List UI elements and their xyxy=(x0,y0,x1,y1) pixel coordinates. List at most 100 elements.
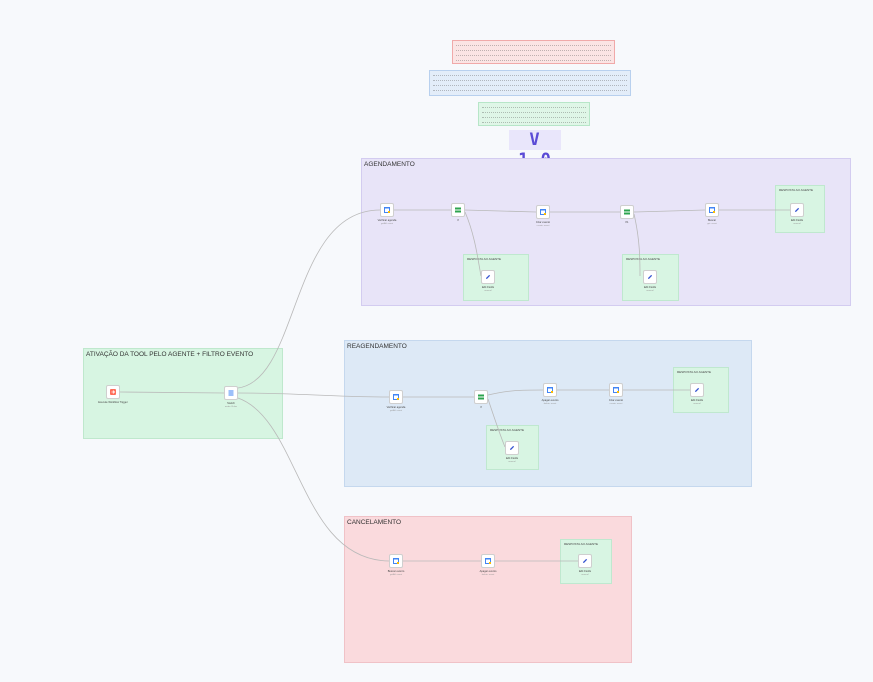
node-sublabel: delete: event xyxy=(543,403,557,405)
switch-node[interactable] xyxy=(224,386,238,400)
calendar-node[interactable] xyxy=(705,203,719,217)
pencil-icon xyxy=(583,558,588,563)
node-label: Edit Fields xyxy=(505,457,519,460)
node-sublabel: delete: event xyxy=(481,574,495,576)
connection xyxy=(464,209,537,213)
connection xyxy=(237,397,390,562)
calendar-icon xyxy=(485,558,491,564)
if-node[interactable] xyxy=(620,205,634,219)
subgroup-title: RESPOSTA AO AGENTE xyxy=(467,257,501,261)
connection xyxy=(237,209,381,389)
node-sublabel: create: event xyxy=(536,225,550,227)
pencil-icon xyxy=(648,274,653,279)
node-sublabel: getAll: event xyxy=(389,574,403,576)
subgroup-title: RESPOSTA AO AGENTE xyxy=(677,370,711,374)
group-title: REAGENDAMENTO xyxy=(347,343,407,350)
edit-fields-node[interactable] xyxy=(643,270,657,284)
pencil-icon xyxy=(795,207,800,212)
node-label: Edit Fields xyxy=(643,286,657,289)
subgroup-title: RESPOSTA AO AGENTE xyxy=(564,542,598,546)
subgroup-response[interactable]: RESPOSTA AO AGENTE xyxy=(463,254,529,301)
node-label: If xyxy=(457,219,459,222)
connection xyxy=(237,392,390,398)
node-label: Criar evento xyxy=(535,221,551,224)
calendar-node[interactable] xyxy=(609,383,623,397)
subgroup-title: RESPOSTA AO AGENTE xyxy=(779,188,813,192)
calendar-node[interactable] xyxy=(380,203,394,217)
node-label: Edit Fields xyxy=(578,570,592,573)
connection xyxy=(487,389,544,396)
calendar-node[interactable] xyxy=(389,554,403,568)
node-label: Verificar agenda xyxy=(377,219,397,222)
node-sublabel: manual xyxy=(693,403,701,405)
calendar-node[interactable] xyxy=(389,390,403,404)
if-icon xyxy=(455,207,461,213)
calendar-icon xyxy=(384,207,390,213)
node-label: Verificar agenda xyxy=(386,406,406,409)
node-label: Apagar evento xyxy=(541,399,559,402)
node-sublabel: mode: Rules xyxy=(224,406,238,408)
node-label: Edit Fields xyxy=(790,219,804,222)
node-label: If1 xyxy=(625,221,629,224)
workflow-trigger-node[interactable] xyxy=(106,385,120,399)
connection xyxy=(633,213,641,277)
if-icon xyxy=(478,394,484,400)
sticky-note-blue[interactable] xyxy=(429,70,631,96)
node-sublabel: create: event xyxy=(609,403,623,405)
subgroup-title: RESPOSTA AO AGENTE xyxy=(626,257,660,261)
connection xyxy=(119,391,225,394)
edit-fields-node[interactable] xyxy=(790,203,804,217)
calendar-icon xyxy=(393,558,399,564)
node-label: If xyxy=(480,406,482,409)
node-label: Execute Workflow Trigger xyxy=(98,401,128,404)
edit-fields-node[interactable] xyxy=(481,270,495,284)
edit-fields-node[interactable] xyxy=(505,441,519,455)
subgroup-title: RESPOSTA AO AGENTE xyxy=(490,428,524,432)
pencil-icon xyxy=(486,274,491,279)
node-sublabel: manual xyxy=(646,290,654,292)
node-sublabel: manual xyxy=(508,461,516,463)
calendar-node[interactable] xyxy=(543,383,557,397)
node-sublabel: getAll: event xyxy=(380,223,394,225)
calendar-icon xyxy=(540,209,546,215)
group-title: ATIVAÇÃO DA TOOL PELO AGENTE + FILTRO EV… xyxy=(86,351,254,358)
workflow-trigger-icon xyxy=(110,389,116,395)
group-agendamento[interactable]: AGENDAMENTO xyxy=(361,158,851,306)
edit-fields-node[interactable] xyxy=(578,554,592,568)
node-sublabel: get: event xyxy=(707,223,717,225)
node-label: Edit Fields xyxy=(481,286,495,289)
node-label: Apagar evento xyxy=(479,570,497,573)
node-sublabel: getAll: event xyxy=(389,410,403,412)
calendar-node[interactable] xyxy=(481,554,495,568)
calendar-icon xyxy=(709,207,715,213)
sticky-note-red[interactable] xyxy=(452,40,615,64)
edit-fields-node[interactable] xyxy=(690,383,704,397)
connection xyxy=(487,398,506,448)
node-label: Criar evento xyxy=(608,399,624,402)
node-label: Switch xyxy=(227,402,235,405)
group-title: CANCELAMENTO xyxy=(347,519,402,526)
calendar-icon xyxy=(613,387,619,393)
if-icon xyxy=(624,209,630,215)
calendar-icon xyxy=(547,387,553,393)
node-label: Buscar evento xyxy=(387,570,405,573)
calendar-icon xyxy=(393,394,399,400)
pencil-icon xyxy=(695,387,700,392)
node-sublabel: manual xyxy=(581,574,589,576)
connection xyxy=(633,209,706,213)
if-node[interactable] xyxy=(451,203,465,217)
sticky-note-green[interactable] xyxy=(478,102,590,126)
node-sublabel: manual xyxy=(484,290,492,292)
if-node[interactable] xyxy=(474,390,488,404)
node-label: Buscar xyxy=(707,219,717,222)
group-reagendamento[interactable]: REAGENDAMENTO xyxy=(344,340,752,487)
node-label: Edit Fields xyxy=(690,399,704,402)
switch-icon xyxy=(228,390,234,396)
node-sublabel: manual xyxy=(793,223,801,225)
group-title: AGENDAMENTO xyxy=(364,161,415,168)
connection xyxy=(464,211,482,277)
pencil-icon xyxy=(510,445,515,450)
calendar-node[interactable] xyxy=(536,205,550,219)
